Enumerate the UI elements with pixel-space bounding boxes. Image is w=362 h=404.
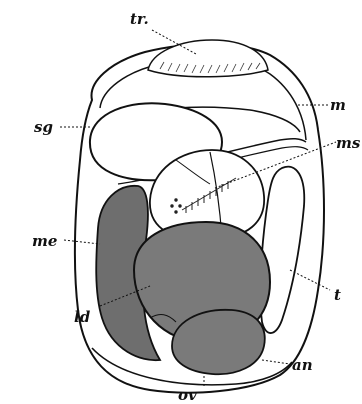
label-ov: ov — [178, 386, 197, 404]
label-ld: ld — [74, 308, 91, 326]
label-sg: sg — [34, 118, 53, 136]
label-t: t — [334, 286, 341, 304]
trochal-disc — [148, 40, 268, 77]
label-m: m — [330, 96, 346, 114]
label-tr: tr. — [130, 10, 149, 28]
lateral-canal — [260, 167, 304, 333]
label-ms: ms — [336, 134, 361, 152]
leader-t — [290, 270, 330, 290]
label-me: me — [32, 232, 57, 250]
leader-an — [262, 360, 290, 364]
leader-me — [64, 240, 100, 244]
label-an: an — [292, 356, 313, 374]
